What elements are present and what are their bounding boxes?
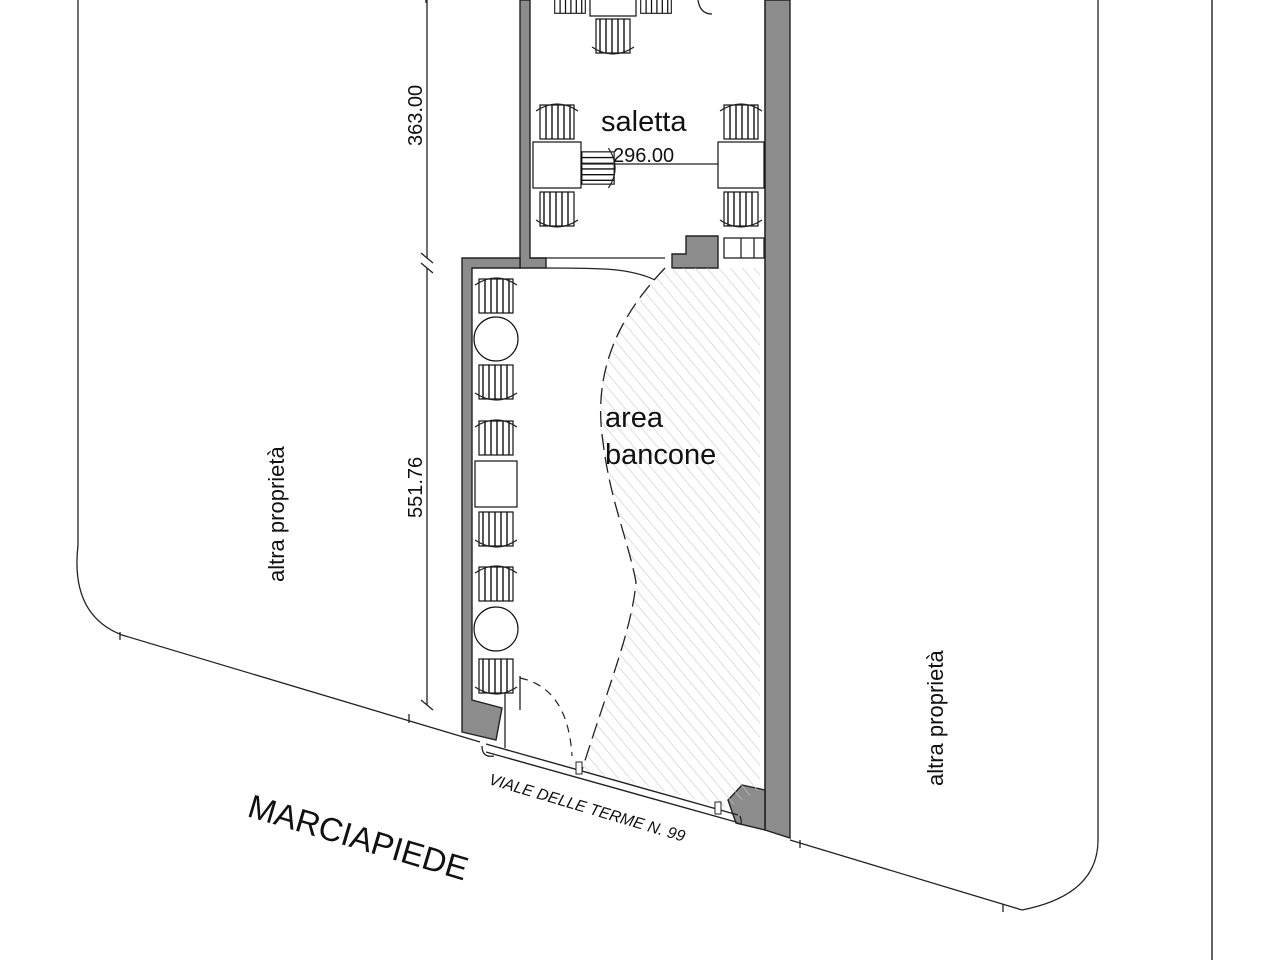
top-table-group xyxy=(550,0,713,55)
area-bancone-label-line1: area xyxy=(605,402,664,434)
left-table-group xyxy=(532,103,582,228)
counter-area xyxy=(545,267,760,808)
lower-length-dimension: 551.76 xyxy=(405,457,427,518)
bar-furniture xyxy=(473,277,519,695)
dimension-lines xyxy=(420,0,434,711)
left-neighbor-label: altra proprietà xyxy=(264,445,289,582)
sidewalk-label: MARCIAPIEDE xyxy=(244,787,473,887)
entrance-door xyxy=(504,676,573,757)
center-table-group xyxy=(581,147,720,189)
partitions xyxy=(530,235,765,269)
right-neighbor-label: altra proprietà xyxy=(923,649,948,786)
upper-length-dimension: 363.00 xyxy=(405,85,427,146)
saletta-furniture xyxy=(532,0,765,228)
property-outline xyxy=(76,0,1099,912)
saletta-label: saletta xyxy=(601,106,687,138)
storefront xyxy=(481,743,742,825)
right-table-group xyxy=(717,103,765,228)
saletta-width-dimension: 296.00 xyxy=(613,145,674,167)
area-bancone-label-line2: bancone xyxy=(605,439,716,471)
